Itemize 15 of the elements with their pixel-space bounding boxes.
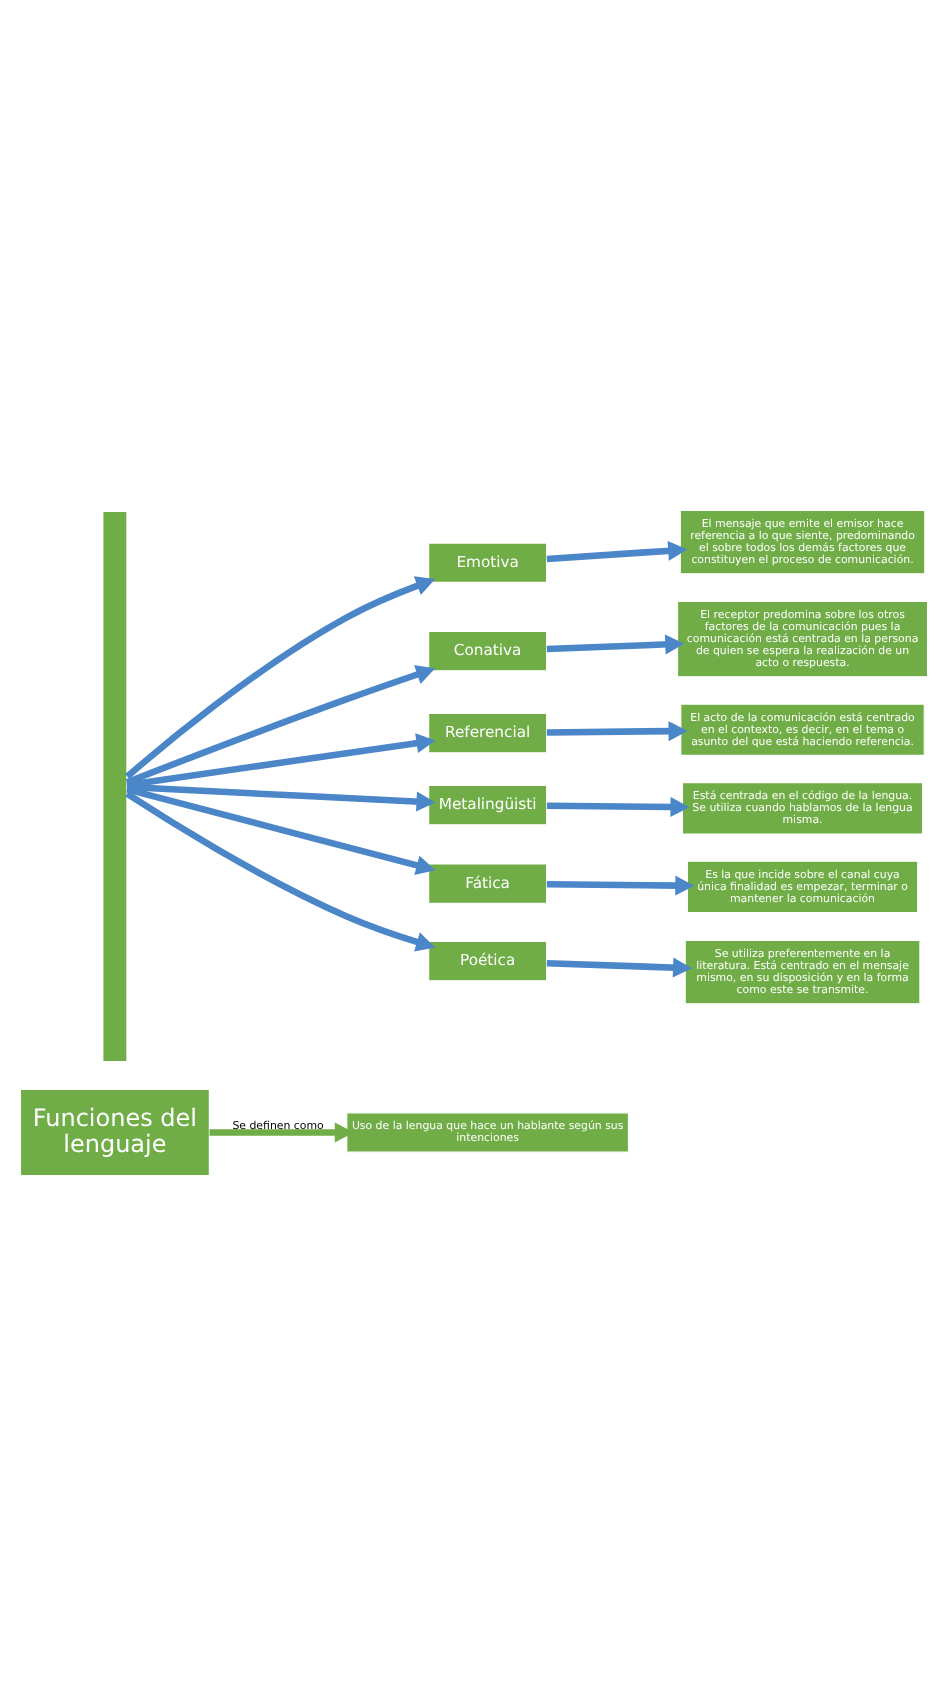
arrow: [546, 633, 685, 654]
arrow: [546, 720, 688, 741]
arrow: [546, 874, 695, 895]
arrow: [546, 795, 690, 816]
arrow: [546, 956, 693, 977]
arrow: [125, 664, 436, 785]
arrow: [125, 575, 436, 779]
arrow: [546, 539, 688, 562]
arrow: [126, 782, 436, 811]
node-box: Funciones del lenguaje: [19, 1087, 210, 1176]
node-bar: [102, 509, 128, 1062]
arrow: [125, 790, 436, 951]
arrow: [126, 785, 436, 875]
arrow: [126, 732, 436, 788]
arrow: [209, 1121, 354, 1142]
